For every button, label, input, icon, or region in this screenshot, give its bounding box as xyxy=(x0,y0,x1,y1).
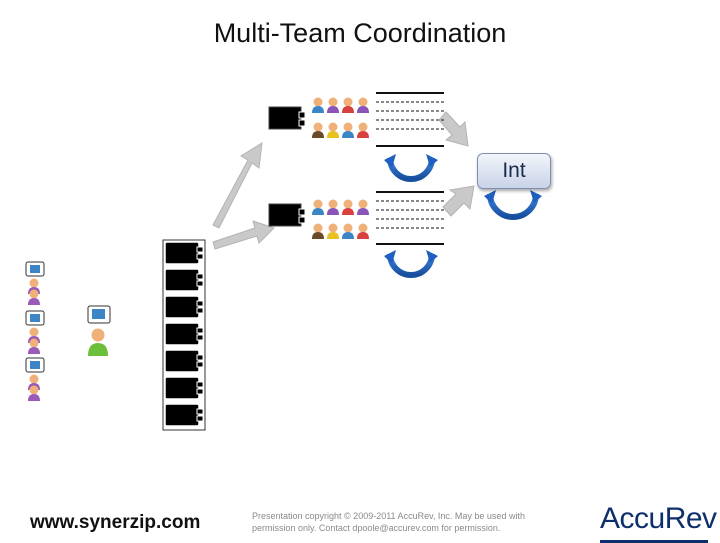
flow-arrow-to-team-b xyxy=(212,220,275,250)
integration-cycle-icon xyxy=(484,190,542,220)
product-backlog-stack xyxy=(162,239,206,431)
flow-arrow-a-to-int xyxy=(438,111,469,147)
speech-bubble-icon xyxy=(25,261,45,373)
team-b-story-card xyxy=(268,203,302,227)
slide-title: Multi-Team Coordination xyxy=(213,18,507,48)
integration-badge: Int xyxy=(477,153,551,189)
team-a-cycle-icon xyxy=(384,154,438,182)
team-b-cycle-icon xyxy=(384,250,438,278)
logo-text: AccuRev xyxy=(600,502,717,535)
flow-arrow-to-team-a xyxy=(212,142,263,229)
backlog-card-tabs xyxy=(196,246,204,422)
backlog-story-card xyxy=(164,241,200,427)
flow-arrow-b-to-int xyxy=(442,185,475,217)
team-a-members xyxy=(312,97,369,138)
product-owner-speech-bubble-icon xyxy=(87,305,111,324)
team-b xyxy=(268,191,444,278)
team-a-backlog xyxy=(376,92,444,147)
flow-arrows xyxy=(212,111,475,250)
team-b-backlog xyxy=(376,191,444,245)
product-owner-person-icon xyxy=(88,328,108,356)
stakeholder-person-icon xyxy=(28,278,40,401)
accurev-logo: AccuRev xyxy=(600,502,717,543)
team-b-members xyxy=(312,199,369,239)
product-owner xyxy=(87,305,111,356)
team-a-story-card xyxy=(268,106,302,130)
stakeholders xyxy=(25,261,45,401)
footer-website: www.synerzip.com xyxy=(30,512,201,533)
team-a xyxy=(268,92,444,182)
footer-copyright: Presentation copyright © 2009-2011 AccuR… xyxy=(252,511,525,533)
